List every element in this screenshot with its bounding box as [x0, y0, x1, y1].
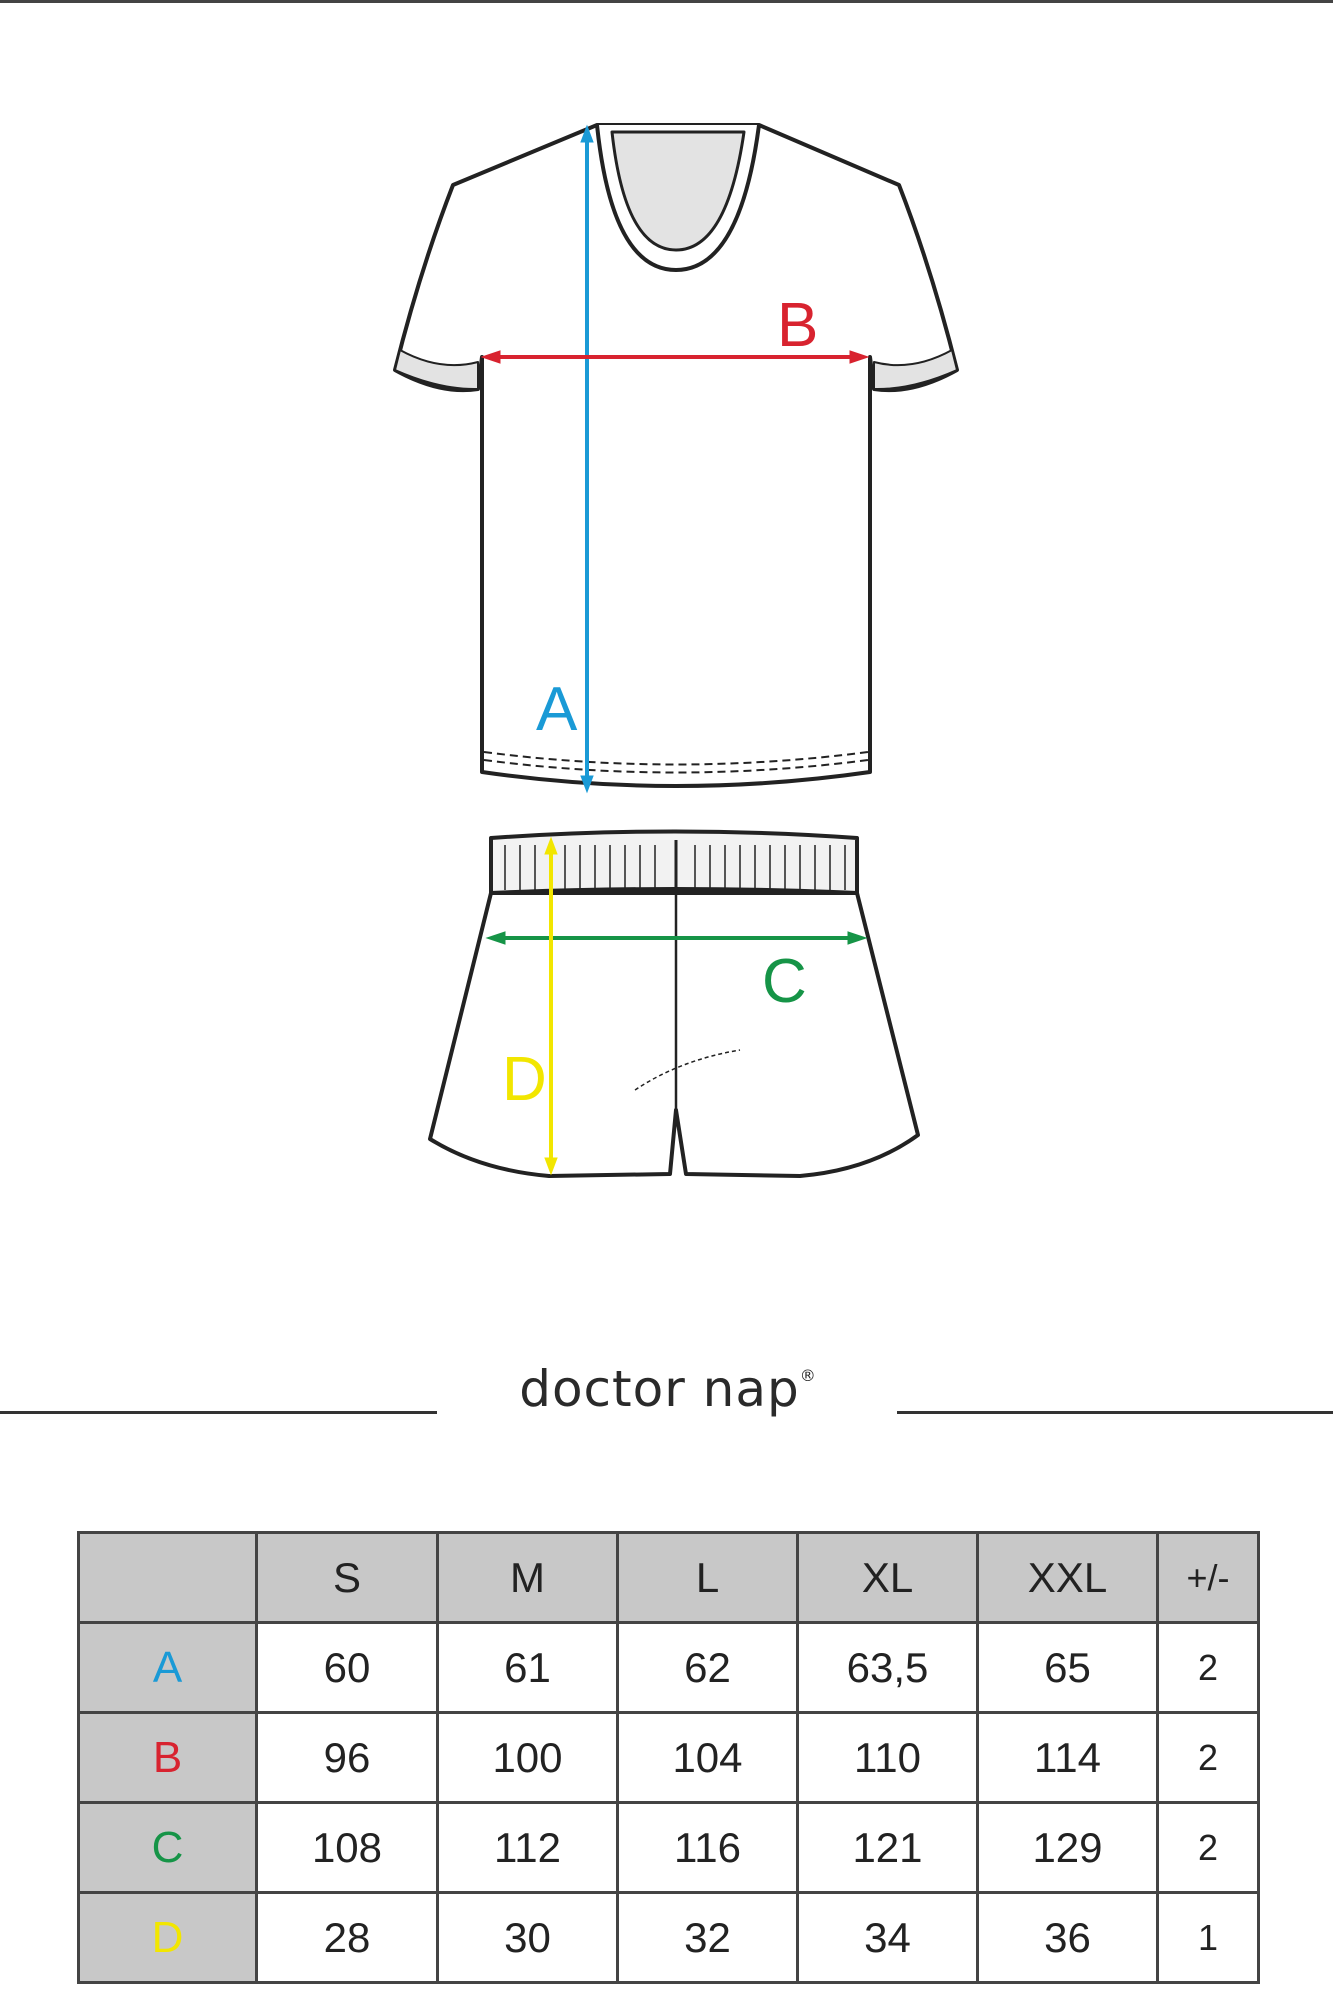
measure-arrow-b [480, 350, 870, 364]
header-row: S M L XL XXL +/- [77, 1531, 1260, 1624]
cell: 114 [976, 1711, 1159, 1804]
header-size-s: S [255, 1531, 439, 1624]
brand-name: doctor nap [519, 1360, 800, 1418]
cell: 129 [976, 1801, 1159, 1894]
tolerance-cell: 2 [1156, 1621, 1260, 1714]
cell: 30 [436, 1891, 619, 1984]
cell: 65 [976, 1621, 1159, 1714]
brand-logo: doctor nap® [440, 1360, 896, 1418]
cell: 60 [255, 1621, 439, 1714]
row-label: C [77, 1801, 258, 1894]
label-c: C [762, 947, 807, 1016]
measure-arrow-a [580, 124, 594, 794]
table-row: D 28 30 32 34 36 1 [77, 1891, 1260, 1984]
registered-mark: ® [799, 1366, 817, 1385]
garment-diagram: A B C D [393, 123, 959, 1178]
header-size-xxl: XXL [976, 1531, 1159, 1624]
row-label: B [77, 1711, 258, 1804]
size-table: S M L XL XXL +/- A 60 61 62 63,5 65 2 B … [77, 1531, 1260, 1984]
header-size-m: M [436, 1531, 619, 1624]
tshirt-illustration [393, 123, 959, 788]
cell: 63,5 [796, 1621, 979, 1714]
cell: 110 [796, 1711, 979, 1804]
top-divider [0, 0, 1333, 3]
shorts-illustration [428, 829, 920, 1178]
tolerance-cell: 2 [1156, 1711, 1260, 1804]
cell: 116 [616, 1801, 799, 1894]
table-row: A 60 61 62 63,5 65 2 [77, 1621, 1260, 1714]
row-label: D [77, 1891, 258, 1984]
label-a: A [536, 675, 578, 744]
table-row: B 96 100 104 110 114 2 [77, 1711, 1260, 1804]
cell: 104 [616, 1711, 799, 1804]
brand-divider-right [897, 1411, 1333, 1414]
table-row: C 108 112 116 121 129 2 [77, 1801, 1260, 1894]
cell: 32 [616, 1891, 799, 1984]
measure-arrow-d [544, 836, 558, 1176]
header-size-xl: XL [796, 1531, 979, 1624]
row-label: A [77, 1621, 258, 1714]
header-size-l: L [616, 1531, 799, 1624]
cell: 121 [796, 1801, 979, 1894]
header-tolerance: +/- [1156, 1531, 1260, 1624]
cell: 28 [255, 1891, 439, 1984]
cell: 62 [616, 1621, 799, 1714]
cell: 34 [796, 1891, 979, 1984]
tolerance-cell: 1 [1156, 1891, 1260, 1984]
label-d: D [502, 1045, 547, 1114]
cell: 96 [255, 1711, 439, 1804]
header-corner [77, 1531, 258, 1624]
cell: 112 [436, 1801, 619, 1894]
cell: 108 [255, 1801, 439, 1894]
brand-divider-left [0, 1411, 437, 1414]
cell: 61 [436, 1621, 619, 1714]
cell: 36 [976, 1891, 1159, 1984]
cell: 100 [436, 1711, 619, 1804]
measure-arrow-c [485, 931, 868, 945]
tolerance-cell: 2 [1156, 1801, 1260, 1894]
label-b: B [777, 291, 818, 360]
